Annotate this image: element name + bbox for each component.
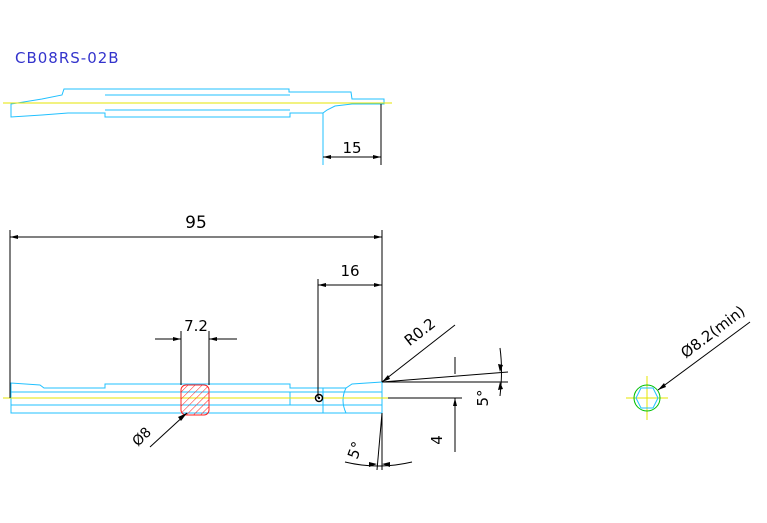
dim-tip-offset: 4 <box>388 397 462 452</box>
dim-label-4: 4 <box>428 435 446 445</box>
dim-label-5deg-bottom: 5° <box>344 439 367 461</box>
part-number-title: CB08RS-02B <box>15 49 120 67</box>
dim-label-5deg-top: 5° <box>474 389 492 406</box>
dim-label-r0-2: R0.2 <box>401 314 439 349</box>
end-view-circle <box>633 384 661 412</box>
end-view: Ø8.2(min) <box>626 302 751 420</box>
cross-section-hatch <box>180 384 210 416</box>
dim-label-16: 16 <box>340 262 359 280</box>
dim-diameter-8: Ø8 <box>129 412 188 450</box>
top-view: 15 <box>3 88 392 165</box>
dim-tip-angle-bottom: 5° <box>344 412 413 471</box>
side-view <box>3 381 392 416</box>
dim-tip-radius: R0.2 <box>381 314 456 383</box>
dim-label-95: 95 <box>185 213 207 233</box>
dim-tip-angle-top: 5° <box>381 347 509 407</box>
dim-label-min-bore: Ø8.2(min) <box>677 302 748 362</box>
dim-tip-length: 16 <box>317 262 382 398</box>
side-view-outline <box>10 381 383 414</box>
dim-label-7-2: 7.2 <box>184 317 208 335</box>
top-view-outline <box>10 88 385 118</box>
dim-profile-width: 7.2 <box>155 317 237 385</box>
dim-label-15: 15 <box>342 139 361 157</box>
dim-overall-length: 95 <box>9 213 383 398</box>
